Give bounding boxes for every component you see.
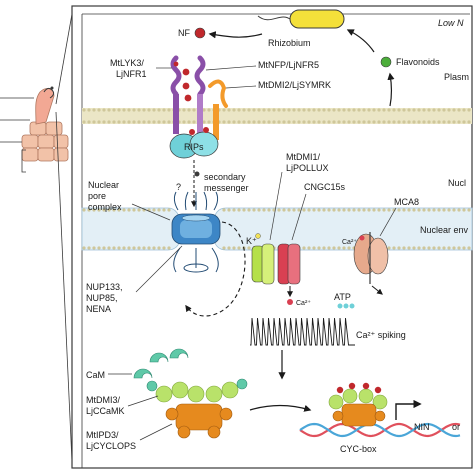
nup-label-3: NENA (86, 304, 111, 314)
root-hair-curl (43, 87, 55, 99)
lyk3-nfr1-receptor (170, 55, 182, 134)
k-plus-label: K⁺ (246, 236, 257, 246)
arrow-flavonoid-to-rhizobium (346, 29, 375, 53)
calcium-spiking-trace (250, 317, 355, 346)
nf-molecule (194, 27, 206, 39)
dna-strand-blue (299, 422, 461, 438)
ccamk-complex (146, 378, 248, 403)
nfr1-label: LjNFR1 (116, 69, 147, 79)
nup-label-2: NUP85, (86, 293, 118, 303)
cam-label: CaM (86, 370, 105, 380)
ccamk-leader (127, 395, 159, 407)
dmi1-pollux-channel (251, 243, 275, 285)
rhizobium-label: Rhizobium (268, 38, 311, 48)
cam-proteins (133, 348, 189, 379)
plasma-membrane (82, 108, 472, 124)
cngc-label: CNGC15s (304, 182, 346, 192)
ipd3-label-1: MtIPD3/ (86, 430, 119, 440)
ca-ion-bottom (287, 299, 293, 305)
dmi2-leader (225, 85, 257, 89)
npc-label-2: pore (88, 191, 106, 201)
low-n-label: Low N (438, 18, 464, 28)
k-ion (255, 233, 261, 239)
or-label: or (452, 422, 460, 432)
cyc-box-label: CYC-box (340, 444, 377, 454)
npc-leader (131, 203, 171, 221)
nfp-nfr5-receptor (182, 55, 206, 134)
root-cells (21, 121, 69, 162)
root-inset (0, 13, 73, 463)
ipd3-cyclops (165, 403, 233, 439)
ca-ion-top (359, 235, 365, 241)
arrow-rhizobium-to-nf (208, 31, 263, 39)
rips-label: RIPs (184, 142, 204, 152)
dna-bound-complex (328, 382, 388, 427)
dmi1-leader (269, 171, 283, 241)
plasma-label: Plasm (444, 72, 469, 82)
flavonoid-molecule (380, 56, 392, 68)
zoom-line-bottom (55, 111, 73, 463)
nup-label-1: NUP133, (86, 282, 123, 292)
zoom-line-top (55, 13, 73, 105)
nin-transcription-arrow (395, 399, 422, 420)
ipd3-leader (139, 423, 173, 441)
nfp-label: MtNFP/LjNFR5 (258, 60, 319, 70)
ipd3-label-2: LjCYCLOPS (86, 441, 136, 451)
pore-cycle-arrow (185, 221, 246, 317)
mca8-flow-arrow (371, 285, 383, 295)
cngc15-channel (277, 243, 301, 285)
dmi1-label-2: LjPOLLUX (286, 163, 329, 173)
rhizobium-cell (289, 9, 345, 29)
nuclear-pore-complex (171, 191, 221, 273)
ca-bottom-label: Ca²⁺ (296, 300, 311, 307)
lyk3-label: MtLYK3/ (110, 58, 144, 68)
atp-molecule (337, 303, 355, 309)
rhizobium-flagellum (257, 15, 291, 21)
atp-label: ATP (334, 292, 351, 302)
nf-label: NF (178, 28, 190, 38)
dna-strand-red (299, 422, 461, 438)
rips-complex (169, 127, 219, 159)
nfp-leader (205, 65, 257, 71)
cngc-leader (291, 193, 307, 241)
plasma-membrane-lipids (82, 108, 471, 124)
nin-label: NIN (414, 422, 430, 432)
arrow-plant-to-flavonoid (387, 72, 395, 107)
ccamk-label-2: LjCCaMK (86, 406, 125, 416)
messenger-label: messenger (204, 183, 249, 193)
secondary-label: secondary (204, 172, 246, 182)
nup-leader (135, 245, 183, 293)
dmi2-label: MtDMI2/LjSYMRK (258, 80, 331, 90)
nuclear-env-label: Nuclear env (420, 225, 469, 235)
flavonoids-label: Flavonoids (396, 57, 440, 67)
dmi2-symrk-receptor (208, 79, 228, 140)
mca8-leader (379, 207, 397, 237)
mca8-label: MCA8 (394, 197, 419, 207)
messenger-dot (194, 171, 200, 177)
mca8-pump (353, 232, 389, 284)
ca-top-label: Ca²⁺ (342, 239, 357, 246)
nuclear-envelope (81, 207, 473, 251)
spiking-label: Ca²⁺ spiking (356, 330, 406, 340)
inset-bracket (21, 149, 26, 173)
npc-label-3: complex (88, 202, 122, 212)
npc-label-1: Nuclear (88, 180, 119, 190)
complex-to-dna-arrow (249, 404, 312, 412)
nucl-label: Nucl (448, 178, 466, 188)
ccamk-label-1: MtDMI3/ (86, 395, 121, 405)
dmi1-label-1: MtDMI1/ (286, 152, 321, 162)
question-mark: ? (176, 182, 181, 192)
rhizobium-dot-inset (50, 86, 54, 90)
root-hair (35, 88, 55, 125)
